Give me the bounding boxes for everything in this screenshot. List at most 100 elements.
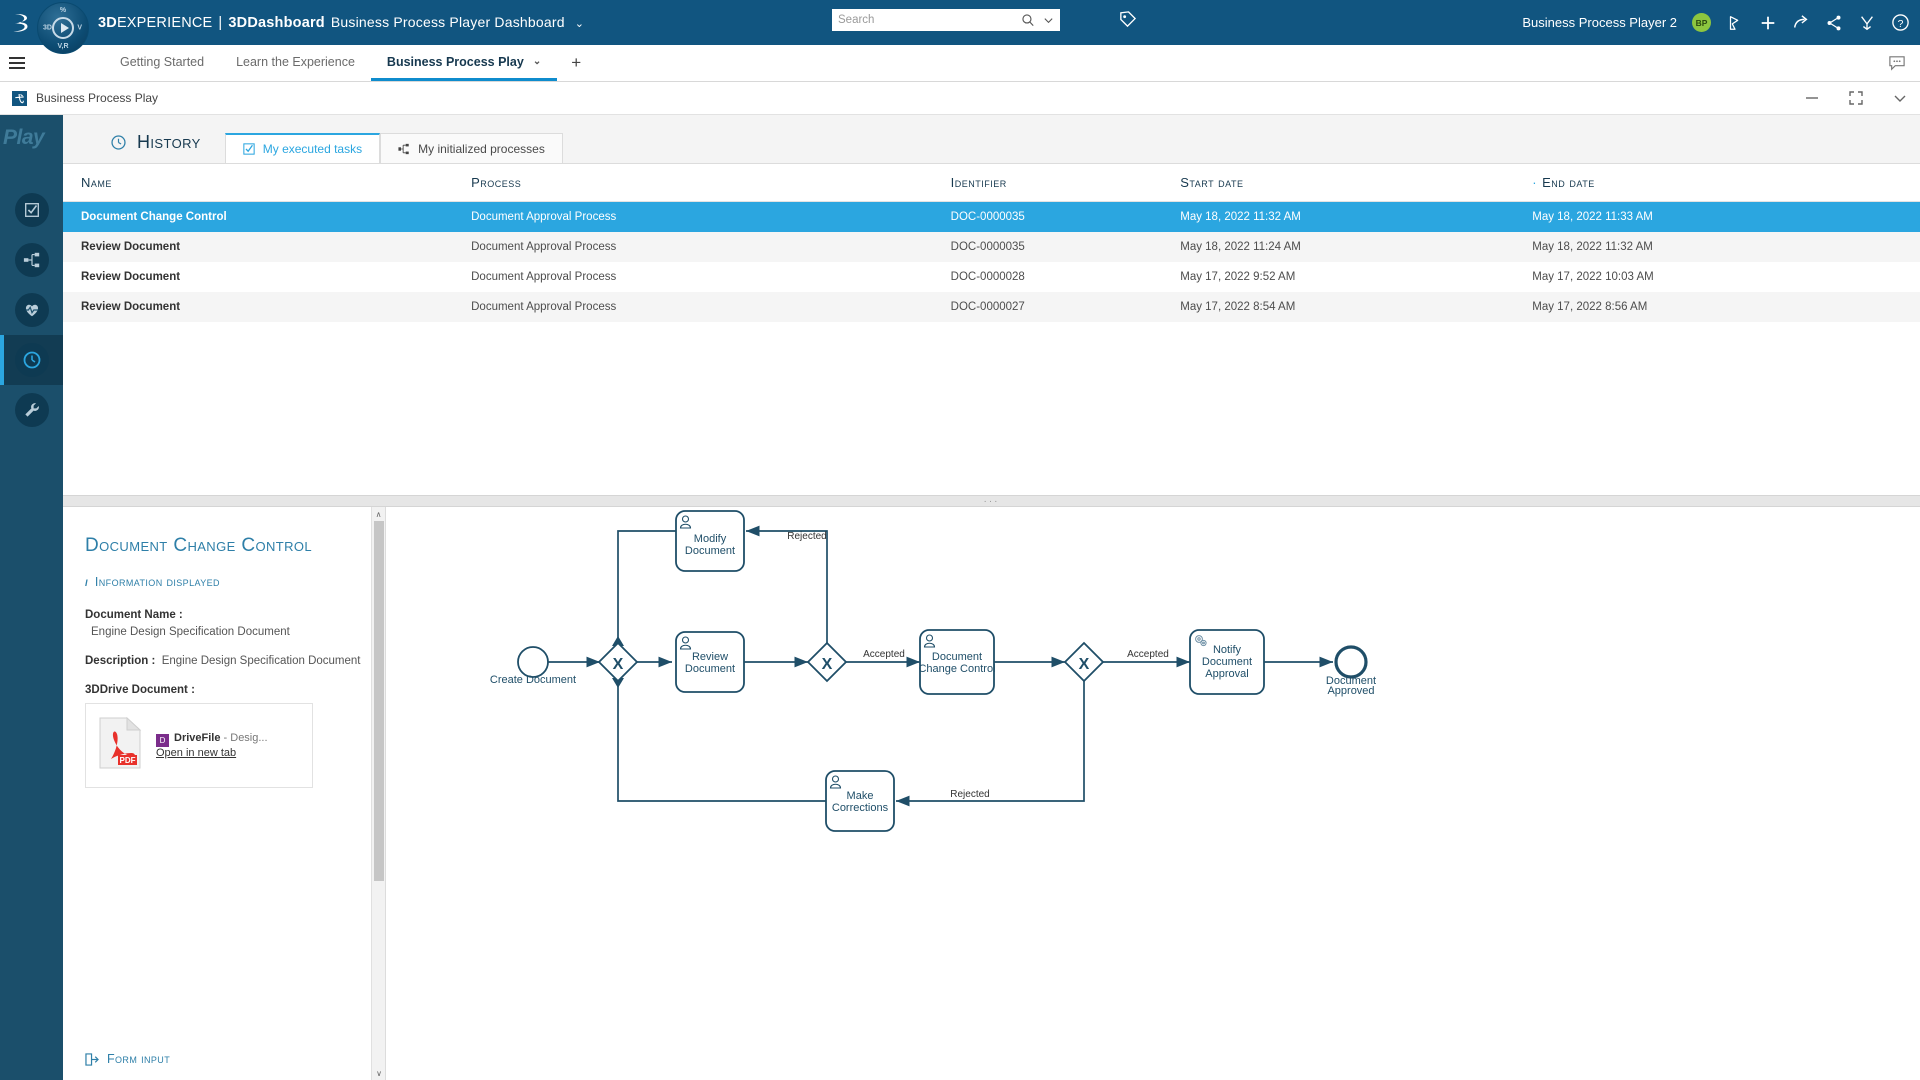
tab-my-executed-tasks[interactable]: My executed tasks bbox=[224, 133, 381, 163]
heart-pulse-icon bbox=[14, 293, 49, 327]
sidebar-item-processes[interactable] bbox=[0, 235, 63, 285]
bpmn-node-document-approved[interactable] bbox=[1334, 645, 1368, 679]
expand-icon[interactable] bbox=[1848, 90, 1864, 106]
bpmn-gateway-3[interactable] bbox=[1063, 641, 1105, 683]
chevron-down-icon[interactable]: ⌄ bbox=[574, 18, 585, 30]
tab-label: Getting Started bbox=[120, 54, 205, 69]
tab-learn-the-experience[interactable]: Learn the Experience bbox=[220, 45, 371, 81]
panel-splitter[interactable]: ··· bbox=[63, 495, 1920, 507]
document-name-label: Document Name : bbox=[85, 609, 183, 622]
compass-label-south: V,R bbox=[57, 43, 69, 50]
table-header-row: Name Process Identifier Start date ·End … bbox=[63, 164, 1920, 202]
tab-label: Business Process Play bbox=[386, 54, 524, 69]
tab-my-initialized-processes[interactable]: My initialized processes bbox=[380, 133, 563, 163]
task-detail-panel: Document Change Control i Information di… bbox=[63, 507, 386, 1080]
sidebar-item-settings[interactable] bbox=[0, 385, 63, 435]
bpmn-gateway-2[interactable] bbox=[806, 641, 848, 683]
compass-button[interactable]: % 3D V V,R bbox=[37, 2, 89, 54]
column-header-identifier[interactable]: Identifier bbox=[950, 164, 1181, 202]
user-task-icon bbox=[829, 775, 842, 789]
column-header-process[interactable]: Process bbox=[471, 164, 951, 202]
help-icon[interactable]: ? bbox=[1891, 13, 1910, 32]
column-header-name[interactable]: Name bbox=[63, 164, 472, 202]
edge-label-accepted-1: Accepted bbox=[863, 649, 905, 660]
sidebar-item-history[interactable] bbox=[0, 335, 63, 385]
bookmark-icon[interactable] bbox=[1726, 14, 1744, 32]
search-chevron-down-icon[interactable] bbox=[1043, 15, 1054, 26]
svg-text:PDF: PDF bbox=[120, 756, 136, 765]
share-network-icon[interactable] bbox=[1825, 14, 1843, 32]
table-row[interactable]: Review Document Document Approval Proces… bbox=[63, 262, 1920, 292]
cell-end-date: May 17, 2022 10:03 AM bbox=[1532, 271, 1654, 283]
plus-icon[interactable] bbox=[1759, 14, 1777, 32]
scroll-down-icon[interactable]: ∨ bbox=[376, 1068, 382, 1078]
table-row[interactable]: Document Change Control Document Approva… bbox=[63, 201, 1920, 232]
form-input-section[interactable]: Form input bbox=[85, 1052, 170, 1066]
document-name-value: Engine Design Specification Document bbox=[91, 626, 290, 639]
collab-icon[interactable] bbox=[1858, 14, 1876, 32]
history-table: Name Process Identifier Start date ·End … bbox=[63, 164, 1920, 322]
table-row[interactable]: Review Document Document Approval Proces… bbox=[63, 292, 1920, 322]
dassault-logo-icon[interactable] bbox=[0, 0, 42, 45]
gateway-x-icon: X bbox=[822, 656, 833, 673]
column-header-end-date[interactable]: ·End date bbox=[1532, 164, 1920, 202]
scrollbar-thumb[interactable] bbox=[374, 521, 384, 881]
column-header-start-date[interactable]: Start date bbox=[1180, 164, 1533, 202]
form-input-label: Form input bbox=[107, 1052, 171, 1066]
comment-icon[interactable] bbox=[1888, 55, 1906, 71]
info-icon: i bbox=[85, 574, 88, 590]
widget-app-icon: 弋 bbox=[12, 90, 27, 106]
bpmn-label-notify-3: Approval bbox=[1205, 668, 1248, 680]
search-box[interactable] bbox=[832, 9, 1060, 31]
share-arrow-icon[interactable] bbox=[1792, 14, 1810, 32]
brand[interactable]: 3DEXPERIENCE | 3DDashboard Business Proc… bbox=[98, 14, 584, 31]
splitter-grip: ··· bbox=[983, 495, 1000, 507]
widget-header: 弋 Business Process Play bbox=[0, 82, 1920, 115]
bpmn-node-modify-document[interactable] bbox=[675, 510, 745, 572]
sidebar-items bbox=[0, 185, 63, 435]
open-in-new-tab-link[interactable]: Open in new tab bbox=[156, 747, 237, 760]
menu-hamburger-icon[interactable] bbox=[0, 45, 34, 81]
cell-name: Review Document bbox=[63, 232, 472, 262]
bpmn-gateway-1[interactable] bbox=[597, 641, 639, 683]
bpmn-node-notify-document-approval[interactable] bbox=[1189, 629, 1265, 695]
detail-title: Document Change Control bbox=[85, 535, 313, 556]
bpmn-label-dcc-1: Document bbox=[932, 651, 982, 663]
bpmn-node-create-document[interactable] bbox=[517, 646, 549, 678]
table-row[interactable]: Review Document Document Approval Proces… bbox=[63, 232, 1920, 262]
top-right-actions: Business Process Player 2 BP ? bbox=[1522, 0, 1910, 45]
bpmn-node-make-corrections[interactable] bbox=[825, 770, 895, 832]
table-header: Name Process Identifier Start date ·End … bbox=[63, 164, 1920, 202]
bpmn-label-notify-1: Notify bbox=[1213, 644, 1242, 656]
cell-start-date: May 18, 2022 11:32 AM bbox=[1180, 201, 1533, 232]
add-tab-button[interactable]: + bbox=[571, 53, 582, 72]
wrench-icon bbox=[14, 393, 49, 427]
top-bar: % 3D V V,R 3DEXPERIENCE | 3DDashboard Bu… bbox=[0, 0, 1920, 54]
tab-label: Learn the Experience bbox=[236, 54, 355, 69]
avatar[interactable]: BP bbox=[1692, 13, 1711, 32]
bpmn-node-review-document[interactable] bbox=[675, 631, 745, 693]
bpmn-label-modify-document-2: Document bbox=[685, 545, 735, 557]
search-input[interactable] bbox=[838, 14, 1021, 26]
app-sidebar: Play bbox=[0, 115, 63, 1080]
chevron-down-icon[interactable] bbox=[1892, 92, 1908, 104]
tab-getting-started[interactable]: Getting Started bbox=[104, 45, 220, 81]
minimize-icon[interactable] bbox=[1804, 92, 1820, 104]
sidebar-item-tasks[interactable] bbox=[0, 185, 63, 235]
sidebar-item-health[interactable] bbox=[0, 285, 63, 335]
bpmn-node-document-change-control[interactable] bbox=[919, 629, 995, 695]
tab-chevron-down-icon[interactable]: ⌄ bbox=[532, 56, 542, 67]
bpmn-label-dcc-2: Change Control bbox=[918, 663, 995, 675]
tag-icon[interactable] bbox=[1118, 10, 1137, 29]
search-icon[interactable] bbox=[1021, 13, 1035, 27]
dashboard-tab-bar: Getting Started Learn the Experience Bus… bbox=[0, 45, 1920, 82]
detail-scrollbar[interactable]: ∧ ∨ bbox=[371, 507, 385, 1080]
scroll-up-icon[interactable]: ∧ bbox=[375, 509, 382, 519]
tab-business-process-play[interactable]: Business Process Play ⌄ bbox=[370, 45, 558, 81]
clock-icon bbox=[14, 343, 49, 377]
bpmn-canvas[interactable]: Create Document X Modify Document Review… bbox=[386, 507, 1920, 1080]
drive-file-title: DriveFile bbox=[174, 732, 221, 745]
bpmn-diagram-panel[interactable]: Create Document X Modify Document Review… bbox=[386, 507, 1920, 1080]
section-label: Information displayed bbox=[94, 575, 220, 590]
